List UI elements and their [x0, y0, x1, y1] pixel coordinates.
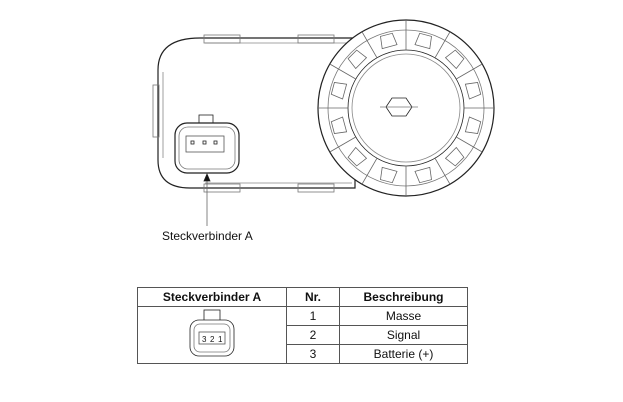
table-header: Steckverbinder A Nr. Beschreibung — [137, 287, 468, 307]
pin-number: 2 — [286, 325, 340, 345]
pin-label: 3 — [202, 335, 207, 344]
table-row: 3 Batterie (+) — [138, 344, 468, 364]
dial-notch — [380, 166, 398, 184]
dial-rib — [456, 136, 483, 153]
col-connector: Steckverbinder A — [137, 287, 287, 307]
dial-rib — [329, 63, 356, 80]
dial — [317, 19, 495, 197]
dial-notch — [414, 32, 432, 50]
dial-rib — [456, 63, 483, 80]
connector-a-icon: 3 2 1 — [189, 309, 235, 356]
pin-number: 1 — [286, 306, 340, 326]
arrow-head — [203, 172, 211, 182]
pin-description: Batterie (+) — [339, 344, 468, 364]
col-description: Beschreibung — [339, 287, 468, 307]
dial-notch — [347, 49, 368, 70]
dial-rib — [434, 31, 451, 58]
callout-label: Steckverbinder A — [162, 229, 253, 243]
dial-notch — [330, 82, 348, 100]
housing-outline — [157, 37, 356, 189]
dial-notch — [464, 116, 482, 134]
pin-label: 2 — [210, 335, 215, 344]
dial-rib — [361, 31, 378, 58]
connector-image-cell: 3 2 1 — [137, 306, 287, 364]
dial-notch — [330, 116, 348, 134]
pin-number: 3 — [286, 344, 340, 364]
dial-notch — [464, 82, 482, 100]
connector-a — [174, 114, 240, 174]
pin-description: Masse — [339, 306, 468, 326]
pinout-table: Steckverbinder A Nr. Beschreibung 3 2 1 … — [137, 287, 468, 364]
dial-rib — [361, 158, 378, 185]
dial-notch — [444, 146, 465, 167]
dial-notch — [380, 32, 398, 50]
table-row: 2 Signal — [138, 325, 468, 345]
dial-rib — [434, 158, 451, 185]
dial-notch — [414, 166, 432, 184]
dial-rib — [329, 136, 356, 153]
dial-notch — [347, 146, 368, 167]
table-row: 3 2 1 1 Masse — [137, 306, 468, 364]
dial-notch — [444, 49, 465, 70]
col-nr: Nr. — [286, 287, 340, 307]
pin-description: Signal — [339, 325, 468, 345]
pin-label: 1 — [218, 335, 223, 344]
